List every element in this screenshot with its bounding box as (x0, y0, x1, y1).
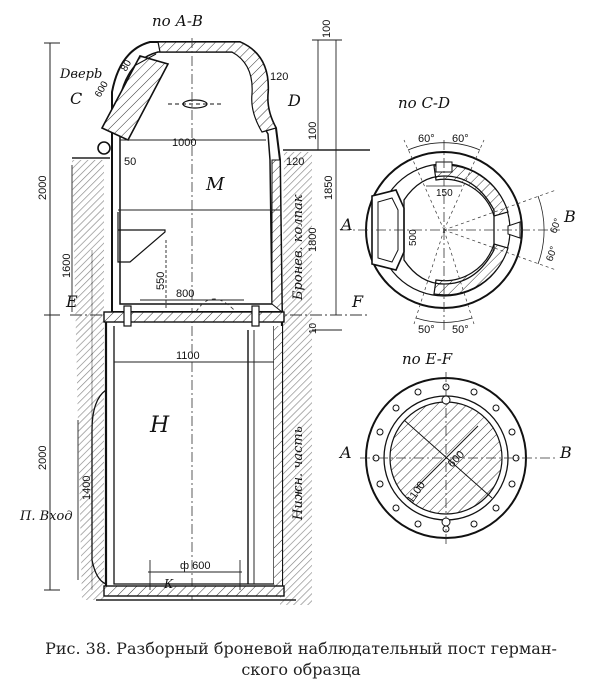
dim-120-mid: 120 (286, 156, 304, 168)
view-cd (340, 139, 560, 330)
dim-1850: 1850 (323, 176, 335, 200)
dim-1600: 1600 (61, 254, 73, 278)
cd-angle-60-b: 60° (452, 133, 469, 145)
door-label: Dверb (59, 67, 102, 82)
cd-dim-150: 150 (436, 188, 453, 199)
lower-entrance-label: П. Вход (19, 509, 73, 524)
dim-100-top: 100 (321, 20, 333, 38)
chamber-m-label: M (205, 174, 225, 195)
dim-120-top: 120 (270, 71, 288, 83)
ef-view-title: по E-F (402, 350, 453, 368)
section-e-label: E (65, 292, 78, 311)
ef-b-label: B (559, 443, 572, 462)
section-d-label: D (287, 91, 301, 110)
main-view-title: по А-В (152, 12, 203, 30)
section-c-label: C (70, 89, 82, 108)
door-hatch (97, 53, 170, 155)
dim-100-right: 100 (307, 122, 319, 140)
cd-a-label: A (339, 215, 353, 234)
hatch-k-label: К (163, 577, 174, 591)
cd-angle-50-a: 50° (418, 324, 435, 336)
view-ef (360, 372, 556, 544)
cd-angle-60-a: 60° (418, 133, 435, 145)
cd-dim-500: 500 (408, 229, 419, 246)
dim-800: 800 (176, 288, 194, 300)
figure-caption-line-1: Рис. 38. Разборный броневой наблюдательн… (45, 639, 557, 658)
main-section (44, 38, 370, 605)
dim-1800: 1800 (307, 228, 319, 252)
dim-2000-lower: 2000 (37, 446, 49, 470)
dim-2000-upper: 2000 (37, 176, 49, 200)
ef-a-label: A (338, 443, 352, 462)
dim-600-door: 600 (93, 79, 111, 99)
figure-caption-line-2: ского образца (241, 660, 361, 679)
armored-cap-label: Бронев. колпак (291, 194, 306, 301)
dim-50: 50 (124, 156, 136, 168)
cd-view-title: по C-D (398, 94, 450, 112)
dim-1100: 1100 (176, 350, 200, 362)
dim-1000: 1000 (172, 137, 196, 149)
chamber-h-label: H (149, 413, 170, 438)
cd-angle-60-d: 60° (544, 245, 560, 263)
dim-80: 80 (119, 58, 134, 74)
dim-550: 550 (155, 272, 167, 290)
dim-1400: 1400 (81, 476, 93, 500)
cd-b-label: B (563, 207, 576, 226)
cd-angle-50-b: 50° (452, 324, 469, 336)
section-f-label: F (351, 292, 364, 311)
dim-10: 10 (308, 322, 319, 334)
dim-600-hatch: ф 600 (180, 560, 210, 572)
lower-part-label: Нижн. часть (291, 426, 306, 521)
cd-angle-60-c: 60° (548, 217, 564, 235)
